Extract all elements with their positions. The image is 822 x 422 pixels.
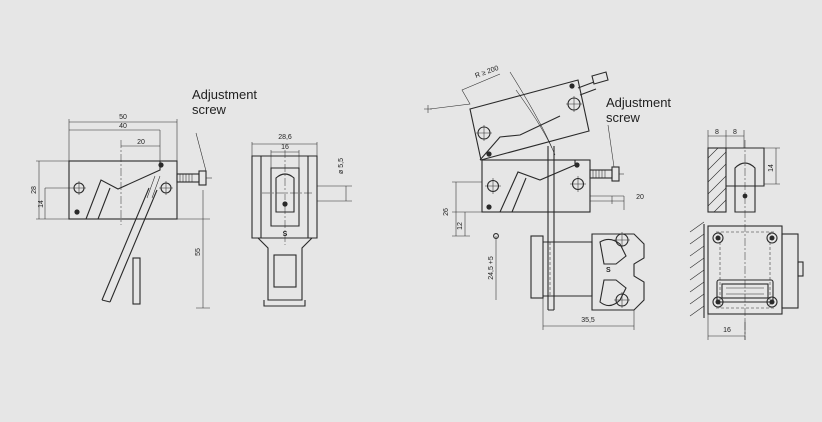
dim-28-6: 28,6 [278,134,292,141]
adjustment-screw-label-left: Adjustment screw [192,87,261,117]
dim-40: 40 [119,123,127,130]
dim-55: 55 [195,248,202,256]
dim-35-5: 35,5 [581,317,595,324]
dim-50: 50 [119,114,127,121]
dim-24-5-plus-5: 24,5 +5 [488,256,495,280]
dim-8-a: 8 [715,129,719,136]
side-view-left: 50 40 20 28 14 55 [31,114,212,309]
front-view-left: S 28,6 16 ø 5,5 [251,134,352,307]
dim-r-200: R ≥ 200 [474,65,499,80]
end-view-right: 8 8 14 16 [689,129,804,340]
dim-20-right: 20 [636,194,644,201]
dim-14-right: 14 [768,164,775,172]
dim-26: 26 [443,208,450,216]
bottom-view-right: S 35,5 [530,232,645,330]
adjustment-screw-label-right: Adjustment screw [606,95,675,125]
dim-16-bottom: 16 [723,327,731,334]
dim-8-b: 8 [733,129,737,136]
dim-14: 14 [38,200,45,208]
dim-20: 20 [137,139,145,146]
dim-dia-5-5: ø 5,5 [338,158,345,174]
svg-text:S: S [606,267,611,274]
svg-text:S: S [283,231,288,238]
dim-28: 28 [31,186,38,194]
dim-16: 16 [281,144,289,151]
dim-12: 12 [457,222,464,230]
